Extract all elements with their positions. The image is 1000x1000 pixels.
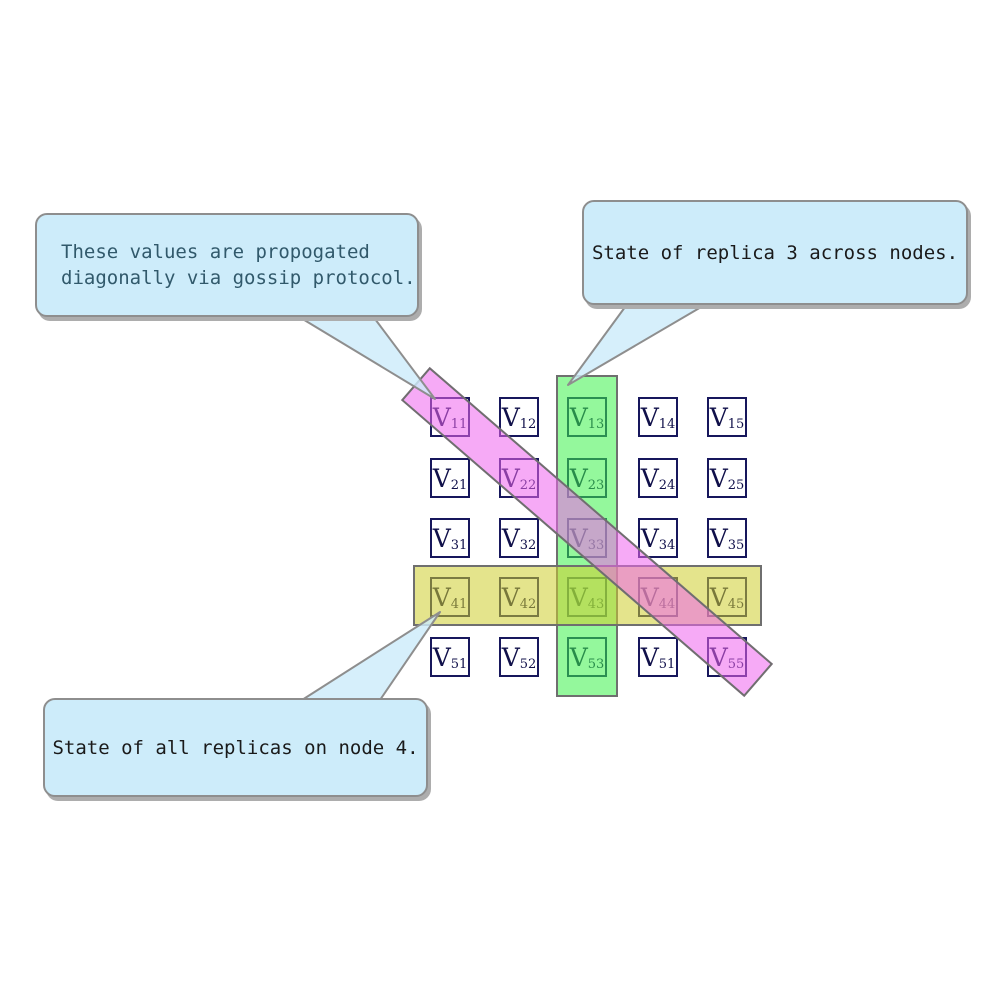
matrix-cell-subscript: 51 — [658, 656, 676, 672]
replica3-callout-tail — [567, 302, 709, 386]
replica3-callout-line: State of replica 3 across nodes. — [591, 241, 959, 264]
matrix-cell-subscript: 34 — [658, 537, 676, 553]
matrix-cell-symbol: V — [640, 642, 659, 672]
matrix-cell-subscript: 25 — [727, 477, 745, 493]
gossip-callout-line1: These values are propogated — [61, 241, 370, 263]
matrix-cell-subscript: 15 — [727, 416, 745, 432]
matrix-cell-symbol: V — [709, 463, 728, 493]
matrix-cell-symbol: V — [709, 523, 728, 553]
matrix-cell-symbol: V — [501, 402, 520, 432]
gossip-callout-line2: diagonally via gossip protocol. — [61, 267, 416, 289]
matrix-cell-symbol: V — [640, 402, 659, 432]
matrix-cell-symbol: V — [709, 402, 728, 432]
matrix-cell-subscript: 35 — [727, 537, 745, 553]
replica3-callout: State of replica 3 across nodes. — [582, 200, 968, 305]
matrix-cell-symbol: V — [640, 523, 659, 553]
matrix-cell-subscript: 24 — [658, 477, 676, 493]
gossip-callout: These values are propogated diagonally v… — [35, 213, 419, 317]
matrix-cell-symbol: V — [501, 523, 520, 553]
matrix-cell-subscript: 52 — [519, 656, 537, 672]
matrix-cell-symbol: V — [640, 463, 659, 493]
matrix-cell-subscript: 32 — [519, 537, 537, 553]
matrix-cell-symbol: V — [501, 642, 520, 672]
node4-callout: State of all replicas on node 4. — [43, 698, 428, 797]
node4-callout-line: State of all replicas on node 4. — [52, 736, 419, 759]
matrix-cell-symbol: V — [432, 523, 451, 553]
matrix-cell-subscript: 12 — [519, 416, 537, 432]
matrix-cell-subscript: 51 — [450, 656, 468, 672]
matrix-cell-subscript: 14 — [658, 416, 676, 432]
matrix-cell-symbol: V — [432, 463, 451, 493]
matrix-cell-subscript: 21 — [450, 477, 468, 493]
matrix-cell-symbol: V — [432, 642, 451, 672]
matrix-cell-subscript: 31 — [450, 537, 468, 553]
